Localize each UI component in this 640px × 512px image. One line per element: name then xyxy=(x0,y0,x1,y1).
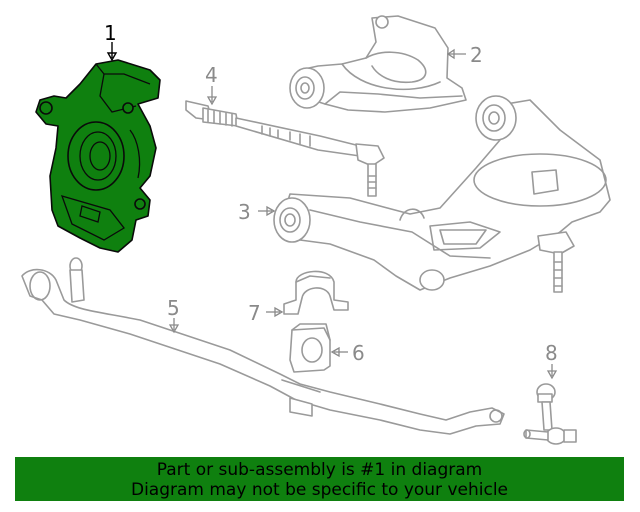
callout-5[interactable]: 5 xyxy=(167,296,180,320)
part-6-bushing[interactable] xyxy=(289,323,331,373)
part-3-lower-control-arm[interactable] xyxy=(273,95,611,293)
callout-6[interactable]: 6 xyxy=(352,341,365,365)
callout-8[interactable]: 8 xyxy=(545,341,558,365)
part-4-tie-rod[interactable] xyxy=(185,100,385,197)
callout-7[interactable]: 7 xyxy=(248,301,261,325)
callout-3[interactable]: 3 xyxy=(238,200,251,224)
banner-line-2: Diagram may not be specific to your vehi… xyxy=(130,480,508,500)
part-8-stabilizer-link[interactable] xyxy=(523,383,577,445)
banner-line-1: Part or sub-assembly is #1 in diagram xyxy=(156,460,483,480)
part-5-stabilizer-bar[interactable] xyxy=(21,257,505,435)
callout-2[interactable]: 2 xyxy=(470,43,483,67)
part-1-steering-knuckle[interactable] xyxy=(35,59,161,253)
part-7-bushing-bracket[interactable] xyxy=(283,270,349,315)
parts-diagram: 2 4 3 xyxy=(21,15,611,445)
callout-1[interactable]: 1 xyxy=(104,21,117,45)
part-2-upper-control-arm[interactable] xyxy=(289,15,467,113)
callout-4[interactable]: 4 xyxy=(205,63,218,87)
info-banner: Part or sub-assembly is #1 in diagram Di… xyxy=(15,457,624,501)
